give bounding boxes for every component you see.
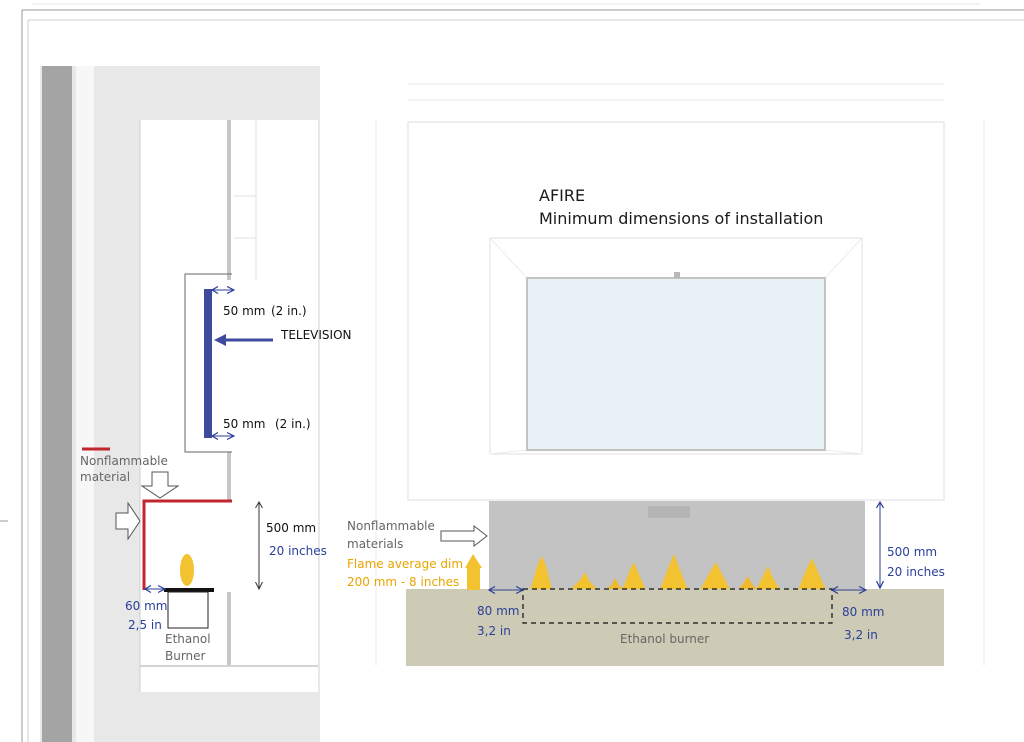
front-nonflammable-line2: materials	[347, 537, 404, 551]
flame-height-arrow	[467, 568, 480, 590]
page-frame	[0, 3, 1024, 742]
right-gap-inches: 3,2 in	[844, 628, 878, 642]
nonflammable-label-line1: Nonflammable	[80, 454, 168, 468]
side-height-inches: 20 inches	[269, 544, 327, 558]
left-gap-mm: 80 mm	[477, 604, 520, 618]
tv-top-clearance-mm: 50 mm	[223, 304, 266, 318]
flame-icon	[180, 554, 194, 586]
right-gap-mm: 80 mm	[842, 605, 885, 619]
tv-cabinet	[184, 273, 232, 453]
burner-top	[164, 588, 214, 592]
ethanol-burner-label: Ethanol burner	[620, 632, 710, 646]
diagram-subtitle: Minimum dimensions of installation	[539, 209, 824, 228]
tv-top-clearance-inches: (2 in.)	[271, 304, 307, 318]
hearth	[406, 589, 944, 666]
wall-section	[42, 66, 72, 742]
side-view	[40, 66, 320, 742]
nonflammable-lining	[142, 499, 232, 590]
front-nonflammable-line1: Nonflammable	[347, 519, 435, 533]
diagram-title: AFIRE	[539, 186, 586, 205]
ethanol-burner-outline	[522, 588, 833, 624]
nonflammable-label-line2: material	[80, 470, 131, 484]
flame-dim-line1: Flame average dim	[347, 557, 464, 571]
nonflammable-pointer-arrow	[440, 524, 488, 548]
burner-label-line1: Ethanol	[165, 632, 211, 646]
flames	[530, 554, 826, 590]
right-pointer-arrow	[115, 501, 141, 541]
left-gap-inches: 3,2 in	[477, 624, 511, 638]
television-screen	[526, 277, 826, 451]
ethanol-burner-box	[167, 591, 209, 629]
television	[204, 289, 212, 438]
television-label: TELEVISION	[281, 328, 352, 342]
side-gap-mm: 60 mm	[125, 599, 168, 613]
front-height-inches: 20 inches	[887, 565, 945, 579]
front-height-mm: 500 mm	[887, 545, 938, 559]
burner-label-line2: Burner	[165, 649, 206, 663]
side-height-mm: 500 mm	[266, 521, 317, 535]
tv-bottom-clearance-mm: 50 mm	[223, 417, 266, 431]
front-view	[375, 83, 985, 666]
flame-dim-line2: 200 mm - 8 inches	[347, 575, 460, 589]
tv-bottom-clearance-inches: (2 in.)	[275, 417, 311, 431]
down-pointer-arrow	[140, 471, 180, 499]
side-gap-inches: 2,5 in	[128, 618, 162, 632]
